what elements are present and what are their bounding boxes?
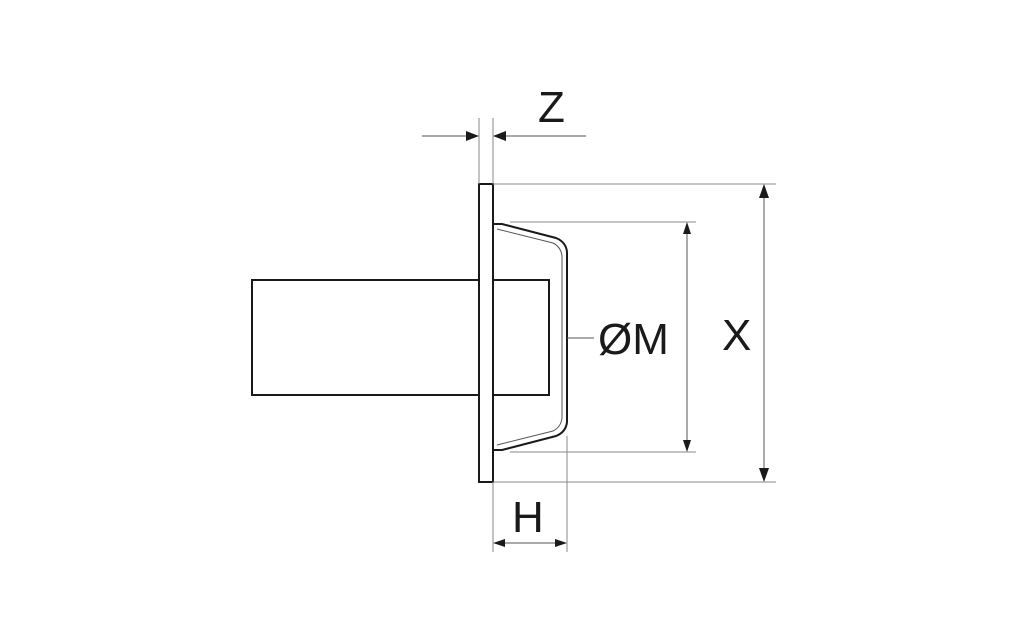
m-arrow-top	[683, 222, 691, 234]
m-label: ØM	[598, 315, 669, 364]
x-label: X	[722, 311, 751, 360]
flange-plate	[478, 183, 494, 483]
h-arrow-left	[493, 539, 505, 547]
z-arrow-right	[493, 131, 506, 141]
h-arrow-right	[555, 539, 567, 547]
grille-head-inner-line	[496, 228, 563, 446]
duct-pipe	[251, 279, 550, 396]
x-arrow-top	[759, 184, 769, 198]
h-label: H	[512, 493, 544, 542]
z-arrow-left	[466, 131, 479, 141]
x-arrow-bottom	[759, 468, 769, 482]
m-arrow-bottom	[683, 440, 691, 452]
z-label: Z	[538, 83, 565, 132]
grille-head-profile	[493, 223, 568, 451]
